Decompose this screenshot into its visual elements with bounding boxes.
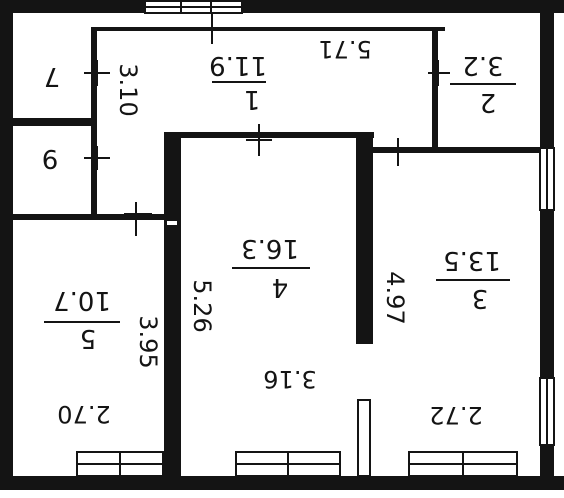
room-5-area: 10.7 [53, 285, 111, 315]
door-frames [165, 219, 371, 477]
room-2-area: 3.2 [462, 50, 503, 80]
window-bottom-left [76, 451, 164, 477]
wall-bottom [0, 476, 564, 490]
room-1-number: 1 [244, 84, 261, 114]
room-1-area: 11.9 [209, 50, 267, 80]
dimension-5-71: 5.71 [318, 35, 371, 63]
dimension-3-10: 3.10 [114, 63, 142, 116]
window-bottom-right [408, 451, 518, 477]
room-4: 16.3 4 [232, 233, 310, 302]
room-2-number: 2 [480, 87, 497, 117]
door-frame-room5 [165, 219, 179, 227]
window-right-lower [539, 377, 555, 446]
wall-right-middle [540, 210, 554, 378]
dimension-2-72: 2.72 [429, 401, 482, 429]
dimension-ticks [84, 14, 450, 236]
room-2: 3.2 2 [450, 50, 516, 117]
dimension-4-97: 4.97 [381, 271, 409, 324]
windows [76, 0, 555, 477]
wall-right-top [540, 0, 554, 148]
room-6-number: 6 [42, 146, 59, 176]
door-frame-room4 [357, 399, 371, 477]
wall-room7-bottom [13, 118, 97, 126]
wall-room4-top [164, 132, 374, 138]
wall-right-bottom [540, 445, 554, 490]
window-right-upper [539, 147, 555, 211]
room-7-number: 7 [44, 61, 61, 91]
window-bottom-middle [235, 451, 341, 477]
wall-room2-left [432, 27, 438, 151]
window-top [144, 0, 243, 14]
room-3-number: 3 [472, 283, 489, 313]
room-1: 11.9 1 [209, 50, 267, 114]
wall-corridor-top [93, 27, 445, 31]
room-3-area: 13.5 [443, 245, 501, 275]
dimension-3-16: 3.16 [263, 365, 316, 393]
dimension-5-26: 5.26 [188, 279, 216, 332]
room-6: 6 [42, 146, 59, 176]
dimension-2-70: 2.70 [57, 400, 110, 428]
wall-room2-bottom [432, 147, 540, 153]
dimension-3-95: 3.95 [134, 315, 162, 368]
room-5: 10.7 5 [44, 285, 120, 353]
room-7: 7 [44, 61, 61, 91]
wall-room4-right [356, 132, 373, 344]
room-3: 13.5 3 [436, 245, 510, 313]
wall-room4-left [164, 132, 181, 478]
wall-top-left [0, 0, 145, 13]
room-5-number: 5 [80, 323, 97, 353]
wall-left [0, 0, 13, 477]
room-4-area: 16.3 [241, 233, 299, 263]
wall-top-right [242, 0, 564, 13]
wall-room5-top [13, 214, 171, 220]
room-4-number: 4 [272, 272, 289, 302]
